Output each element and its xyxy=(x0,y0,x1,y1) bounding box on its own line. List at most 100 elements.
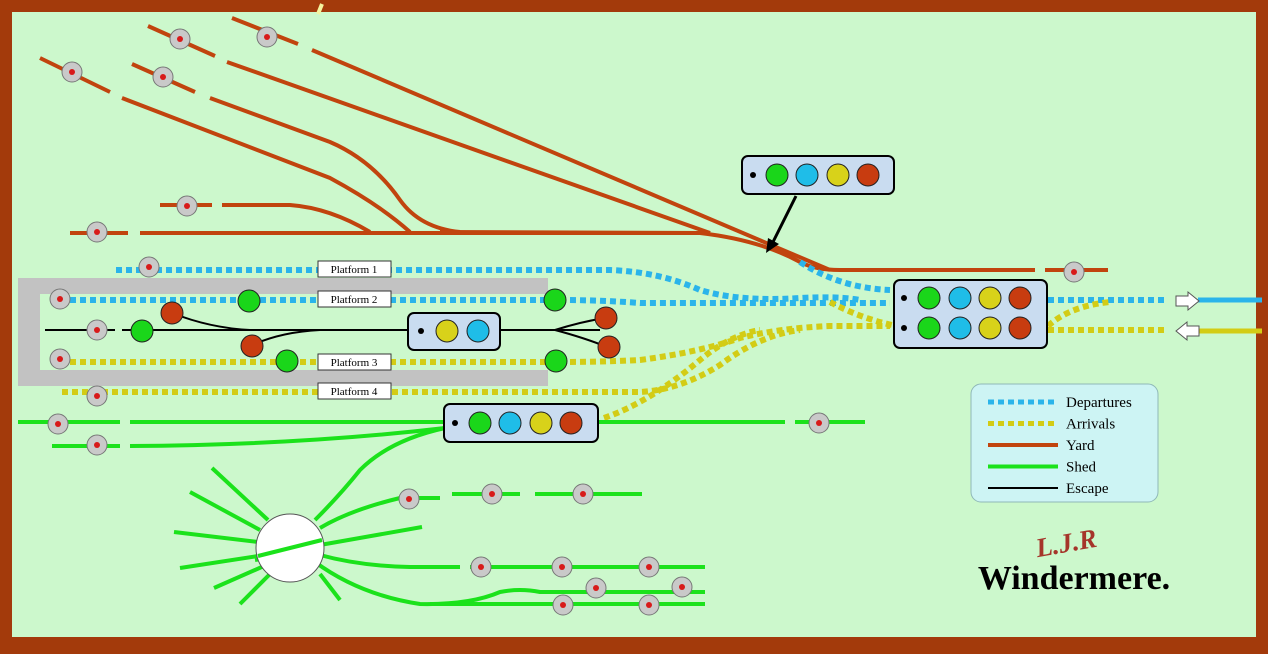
buffer-stop xyxy=(1063,261,1085,283)
buffer-stop xyxy=(671,576,693,598)
indicator-lamp-blue[interactable] xyxy=(498,411,522,435)
platform-area xyxy=(18,278,548,386)
station-name: Windermere. xyxy=(978,560,1170,597)
point-signal-red[interactable] xyxy=(594,306,618,330)
buffer-stop xyxy=(86,319,108,341)
indicator-lamp-yellow[interactable] xyxy=(529,411,553,435)
yard-track-4b xyxy=(121,96,412,234)
legend-label: Escape xyxy=(1066,481,1109,497)
yard-track-1b xyxy=(311,48,831,272)
buffer-stop xyxy=(47,413,69,435)
buffer-stop xyxy=(398,488,420,510)
yard-panel-pointer xyxy=(770,195,798,245)
shed-signal-panel xyxy=(443,403,599,443)
yard-track-top-stub xyxy=(316,3,324,15)
yard-signal-panel xyxy=(741,155,895,195)
yard-tracks xyxy=(39,16,1108,272)
legend-label: Departures xyxy=(1066,395,1132,411)
platform-label: Platform 1 xyxy=(317,260,392,278)
buffer-stop xyxy=(470,556,492,578)
indicator-lamp-red[interactable] xyxy=(856,163,880,187)
arrivals-entry-arrow[interactable] xyxy=(1175,320,1200,342)
buffer-stop xyxy=(638,556,660,578)
platform-label: Platform 2 xyxy=(317,290,392,308)
buffer-stop xyxy=(152,66,174,88)
point-signals xyxy=(130,288,621,373)
shed-siding-b xyxy=(318,496,401,530)
point-signal-red[interactable] xyxy=(597,335,621,359)
indicator-lamp-yellow[interactable] xyxy=(978,316,1002,340)
buffer-stop xyxy=(585,577,607,599)
departures-exit-arrow[interactable] xyxy=(1175,290,1200,312)
shed-to-turntable xyxy=(313,426,446,522)
legend-label: Yard xyxy=(1066,438,1095,454)
shed-siding-c xyxy=(319,525,423,547)
departures-from-yard xyxy=(798,259,891,293)
indicator-lamp-green[interactable] xyxy=(917,316,941,340)
buffer-stop xyxy=(808,412,830,434)
shed-main-2b xyxy=(129,426,446,448)
point-signal-red[interactable] xyxy=(240,334,264,358)
turntable-spoke-6 xyxy=(238,570,274,606)
escape-signal-panel xyxy=(407,312,501,351)
buffer-stop xyxy=(481,483,503,505)
legend-label: Shed xyxy=(1066,460,1097,476)
indicator-lamp-green[interactable] xyxy=(765,163,789,187)
turntable-spoke-1 xyxy=(210,466,270,522)
indicator-lamp-blue[interactable] xyxy=(795,163,819,187)
buffer-stop xyxy=(138,256,160,278)
indicator-lamp-blue[interactable] xyxy=(948,286,972,310)
yard-track-6b xyxy=(140,231,1035,272)
yard-track-3b xyxy=(209,96,461,234)
buffer-stop xyxy=(552,594,574,616)
point-signal-green[interactable] xyxy=(237,289,261,313)
buffer-stop xyxy=(572,483,594,505)
turntable-spoke-7 xyxy=(318,572,342,602)
indicator-lamp-red[interactable] xyxy=(559,411,583,435)
indicator-lamp-red[interactable] xyxy=(1008,286,1032,310)
indicator-lamp-red[interactable] xyxy=(1008,316,1032,340)
platform-4-label: Platform 4 xyxy=(331,386,378,398)
indicator-lamp-green[interactable] xyxy=(468,411,492,435)
platform-label: Platform 4 xyxy=(317,382,392,400)
platform-label: Platform 3 xyxy=(317,353,392,371)
point-signal-green[interactable] xyxy=(543,288,567,312)
turntable-bridge xyxy=(257,538,323,558)
buffer-stop xyxy=(49,288,71,310)
turntable-spoke-5 xyxy=(213,564,265,590)
turntable-spoke-2 xyxy=(189,490,261,532)
arrivals-to-shed xyxy=(603,327,761,421)
turntable-spoke-4 xyxy=(179,554,259,570)
indicator-lamp-green[interactable] xyxy=(917,286,941,310)
yard-ladder xyxy=(439,230,701,235)
platform-3-label: Platform 3 xyxy=(331,357,378,369)
platform-1-label: Platform 1 xyxy=(331,264,378,276)
buffer-stop xyxy=(169,28,191,50)
buffer-stops xyxy=(47,26,1085,616)
indicator-lamp-yellow[interactable] xyxy=(978,286,1002,310)
indicator-lamp-blue[interactable] xyxy=(948,316,972,340)
point-signal-red[interactable] xyxy=(160,301,184,325)
yard-track-5b xyxy=(222,203,372,234)
buffer-stop xyxy=(551,556,573,578)
indicator-lamp-blue[interactable] xyxy=(466,319,490,343)
yard-panel-pointer-head xyxy=(766,238,779,253)
indicator-lamp-yellow[interactable] xyxy=(435,319,459,343)
arrivals-cross-1 xyxy=(828,299,893,328)
buffer-stop xyxy=(49,348,71,370)
turntable-spoke-3 xyxy=(173,530,259,544)
point-signal-green[interactable] xyxy=(130,319,154,343)
arrivals-tracks xyxy=(62,299,1165,421)
point-signal-green[interactable] xyxy=(544,349,568,373)
buffer-stop xyxy=(61,61,83,83)
indicator-lamp-yellow[interactable] xyxy=(826,163,850,187)
legend-label: Arrivals xyxy=(1066,417,1115,433)
yard-track-2b xyxy=(226,60,711,235)
point-signal-green[interactable] xyxy=(275,349,299,373)
buffer-stop xyxy=(256,26,278,48)
departures-platform-1 xyxy=(116,267,861,303)
shed-siding-d xyxy=(319,553,460,569)
